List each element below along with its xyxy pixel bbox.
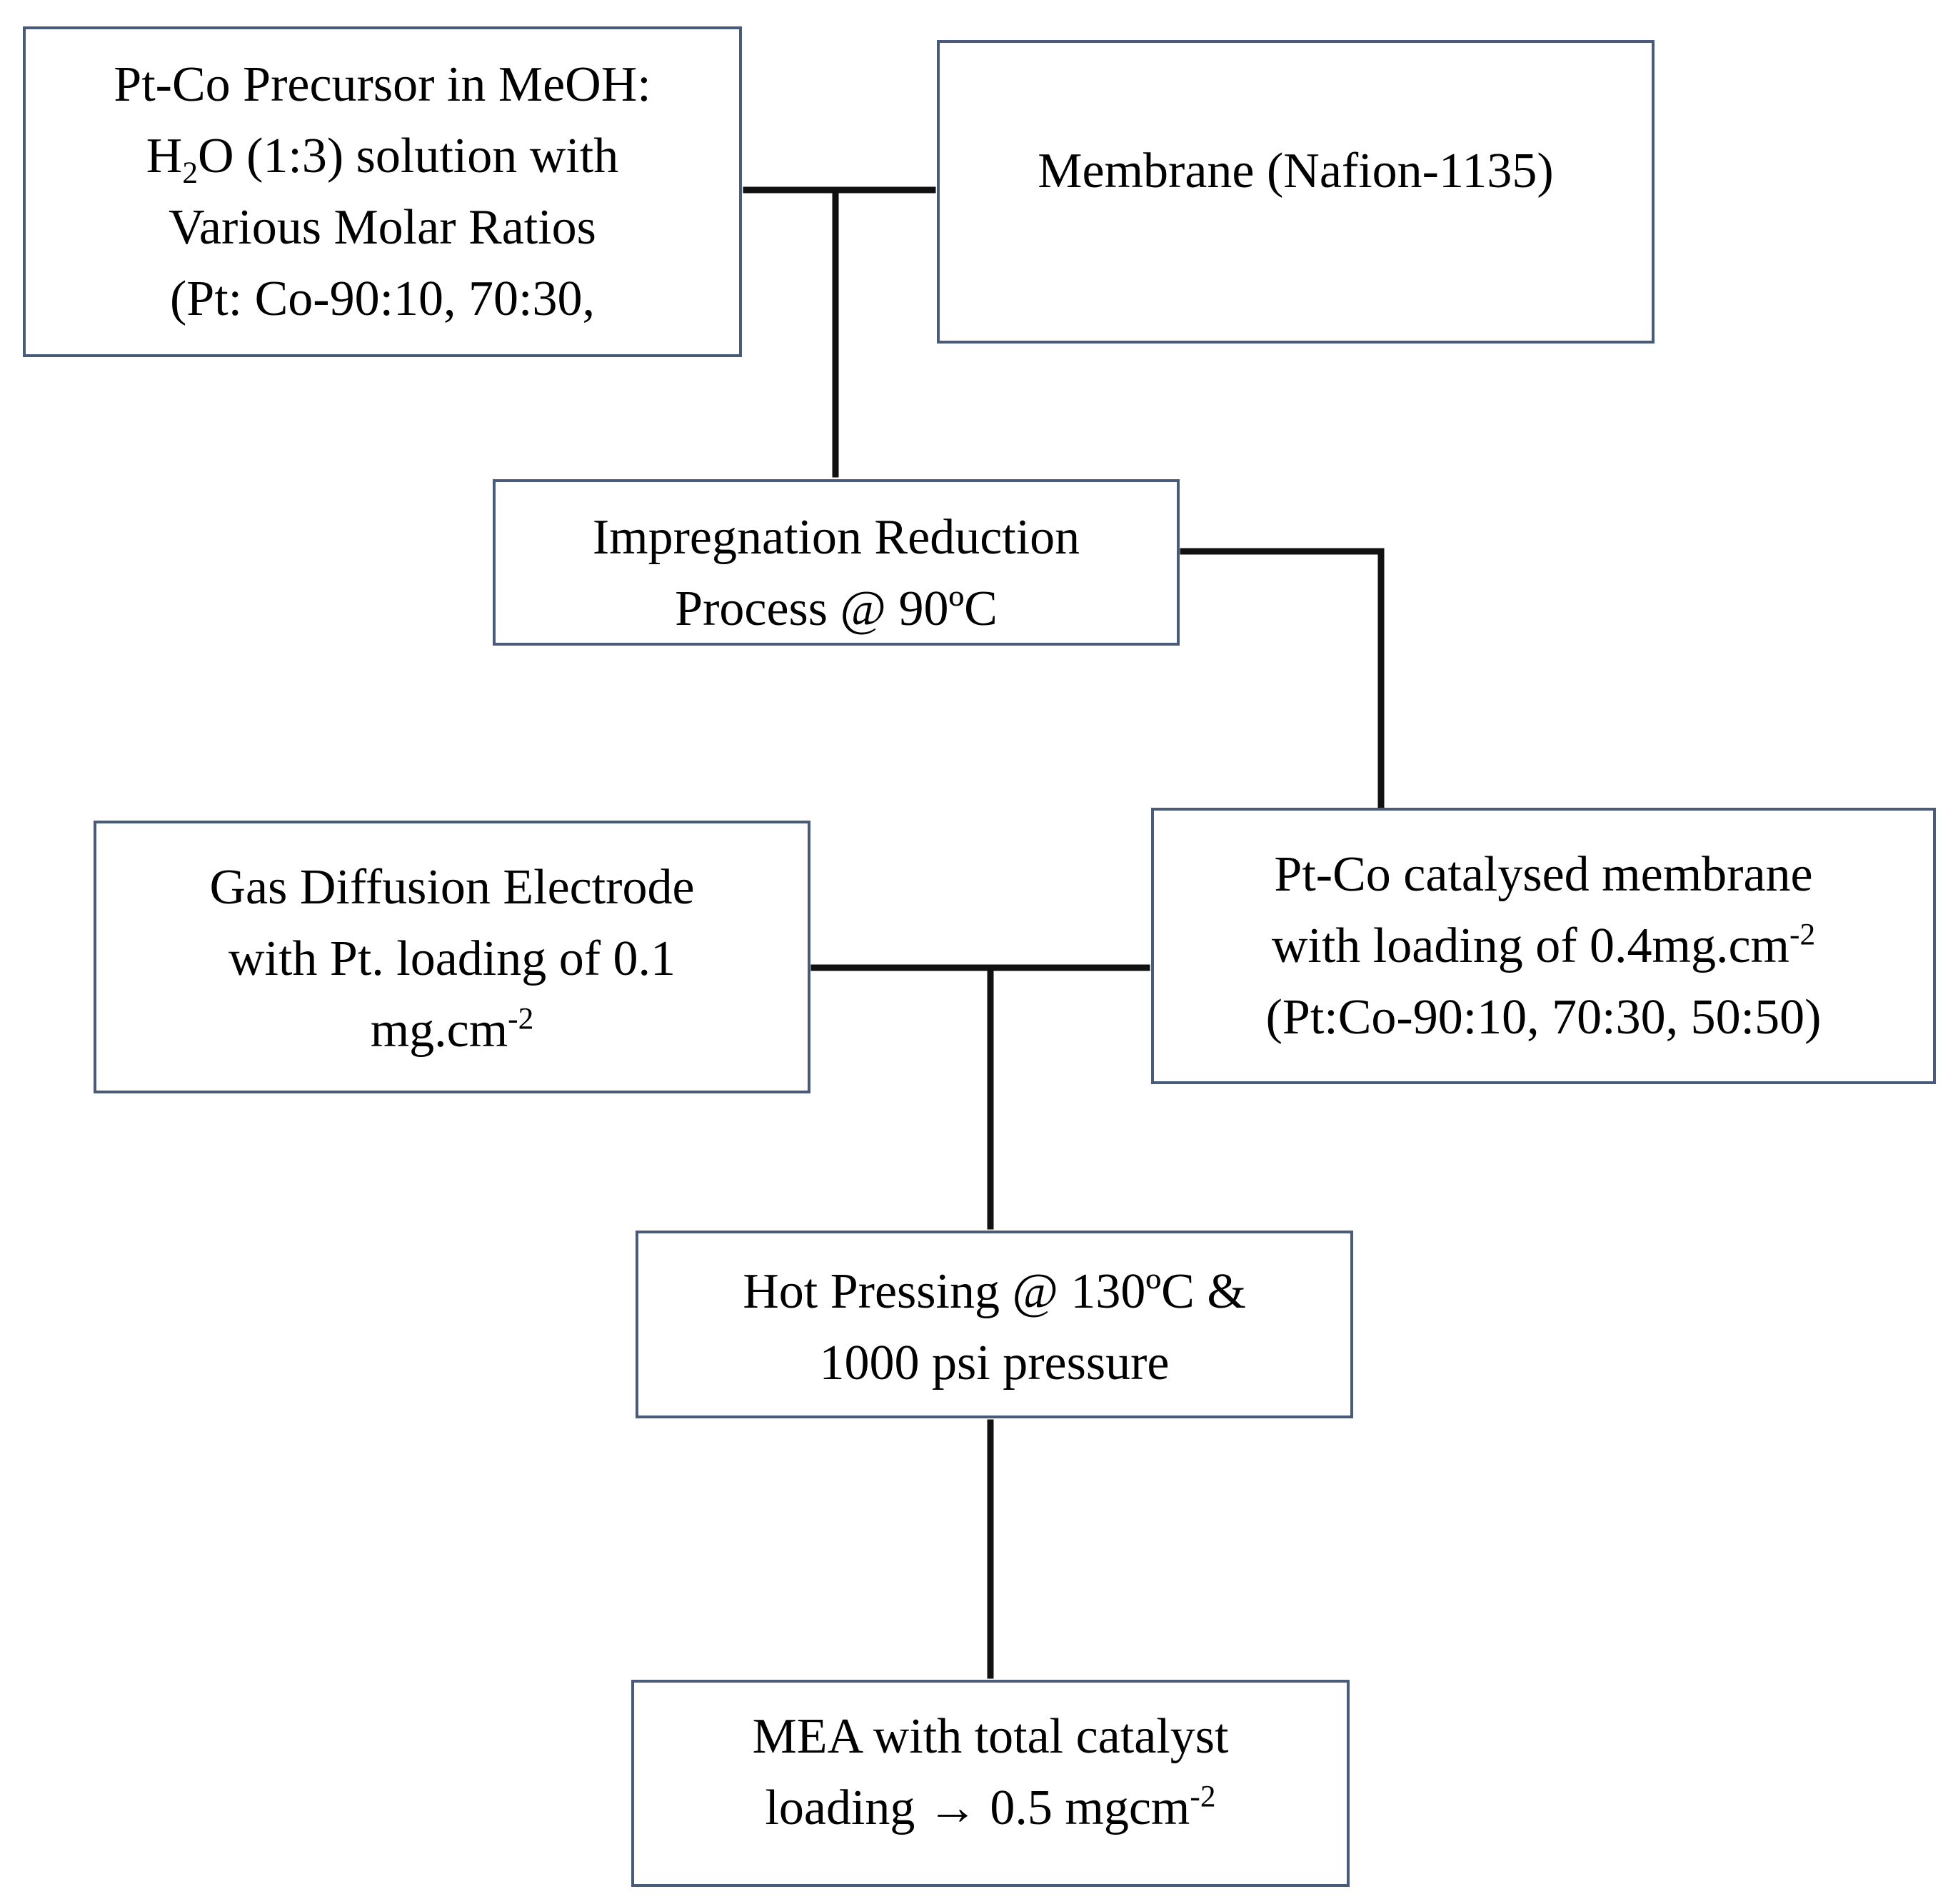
catalysed-line-2: with loading of 0.4mg.cm-2 <box>1154 911 1933 982</box>
gas-diffusion-electrode-box: Gas Diffusion Electrode with Pt. loading… <box>94 821 810 1093</box>
precursor-line-3: Various Molar Ratios <box>169 200 596 255</box>
precursor-line-2: H2O (1:3) solution with <box>26 121 739 192</box>
gde-line-2: with Pt. loading of 0.1 <box>228 931 676 986</box>
gde-line-3-sup: -2 <box>508 1001 534 1036</box>
connector-impregnation-catalysed <box>1180 548 1587 815</box>
catalysed-line-2-pre: with loading of 0.4mg.cm <box>1271 918 1790 973</box>
precursor-line-1: Pt-Co Precursor in MeOH: <box>114 57 651 112</box>
precursor-line-2-post: O (1:3) solution with <box>198 129 619 184</box>
mea-line-2-sup: -2 <box>1190 1779 1216 1814</box>
impregnation-process-box: Impregnation Reduction Process @ 90ºC <box>493 479 1180 646</box>
catalysed-membrane-box: Pt-Co catalysed membrane with loading of… <box>1151 808 1936 1084</box>
mea-line-2-pre: loading → 0.5 mgcm <box>765 1780 1190 1835</box>
mea-line-2: loading → 0.5 mgcm-2 <box>634 1773 1347 1844</box>
hotpress-line-2: 1000 psi pressure <box>819 1336 1170 1391</box>
hotpress-line-1: Hot Pressing @ 130ºC & <box>743 1264 1246 1319</box>
gde-line-3-pre: mg.cm <box>370 1003 508 1058</box>
impregnation-line-2: Process @ 90ºC <box>675 581 998 636</box>
precursor-line-2-pre: H <box>146 129 183 184</box>
mea-line-1: MEA with total catalyst <box>752 1709 1229 1764</box>
catalysed-line-1: Pt-Co catalysed membrane <box>1274 847 1813 902</box>
catalysed-line-3: (Pt:Co-90:10, 70:30, 50:50) <box>1265 990 1822 1045</box>
catalysed-line-2-sup: -2 <box>1789 917 1816 952</box>
hot-pressing-box: Hot Pressing @ 130ºC & 1000 psi pressure <box>636 1231 1353 1418</box>
membrane-line-1: Membrane (Nafion-1135) <box>1038 144 1554 199</box>
precursor-line-4: (Pt: Co-90:10, 70:30, <box>169 271 596 326</box>
precursor-solution-box: Pt-Co Precursor in MeOH: H2O (1:3) solut… <box>23 26 742 357</box>
precursor-line-2-sub: 2 <box>182 156 199 190</box>
gde-line-1: Gas Diffusion Electrode <box>209 860 695 915</box>
impregnation-line-1: Impregnation Reduction <box>592 510 1080 565</box>
gde-line-3: mg.cm-2 <box>96 995 808 1066</box>
mea-box: MEA with total catalyst loading → 0.5 mg… <box>631 1680 1350 1887</box>
membrane-box: Membrane (Nafion-1135) <box>937 40 1655 344</box>
